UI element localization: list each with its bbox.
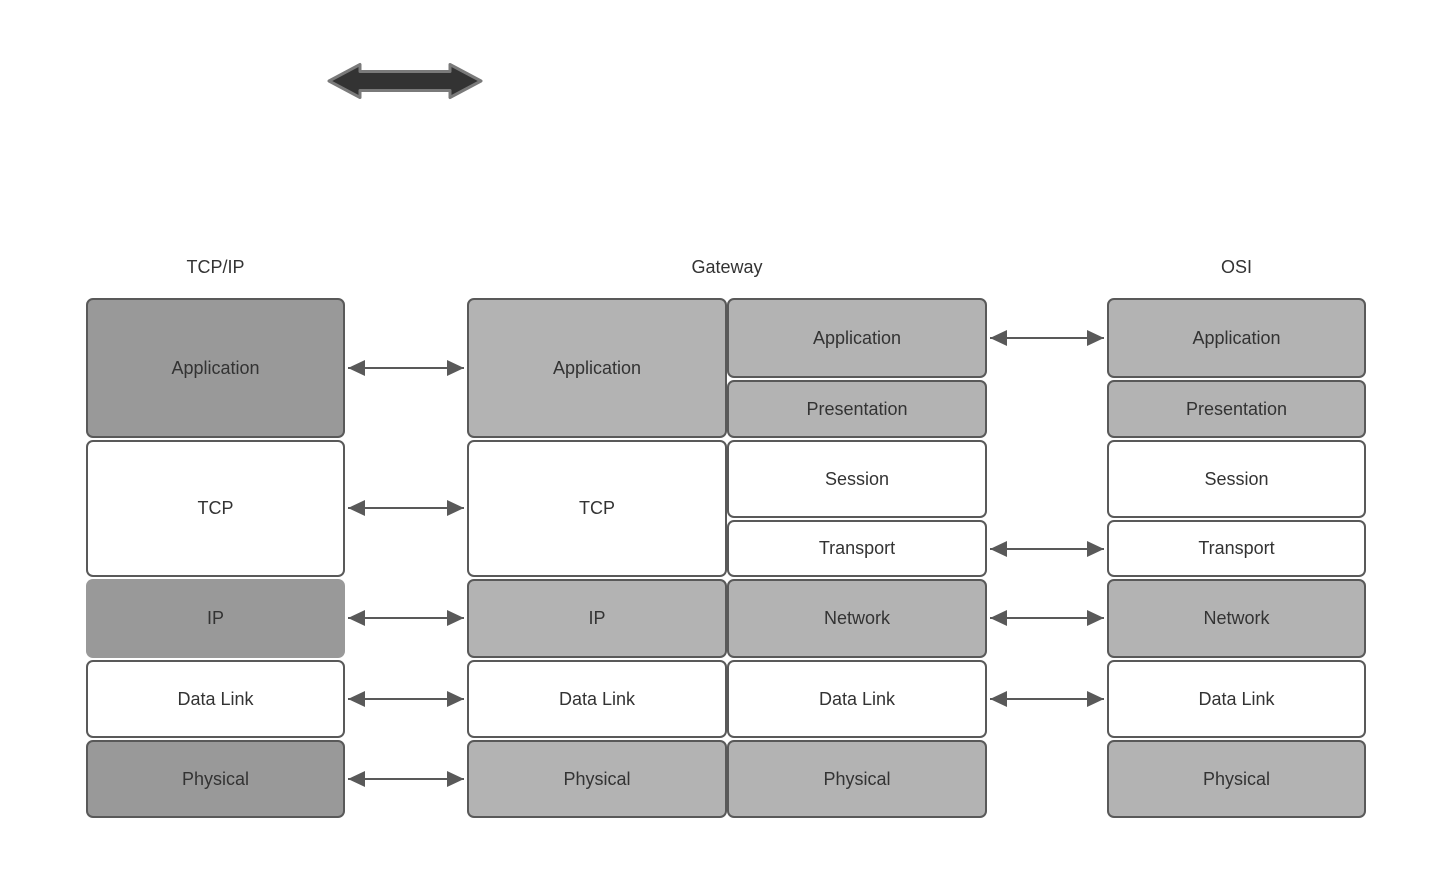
gateway-right-layer-physical: Physical: [727, 740, 987, 818]
column-header-gateway: Gateway: [691, 257, 763, 277]
osi-layer-transport: Transport: [1107, 520, 1366, 577]
tcpip-layer-application: Application: [86, 298, 345, 438]
connector-tcpip-gateway-application-icon: [348, 360, 464, 376]
connector-tcpip-gateway-physical-icon: [348, 771, 464, 787]
gateway-right-layer-presentation: Presentation: [727, 380, 987, 438]
tcpip-layer-physical: Physical: [86, 740, 345, 818]
double-headed-arrow-icon: [327, 63, 483, 99]
osi-layer-session: Session: [1107, 440, 1366, 518]
connector-tcpip-gateway-ip-icon: [348, 610, 464, 626]
tcpip-layer-ip: IP: [86, 579, 345, 658]
osi-layer-data-link: Data Link: [1107, 660, 1366, 738]
column-header-osi: OSI: [1220, 257, 1252, 277]
gateway-left-layer-application: Application: [467, 298, 727, 438]
osi-layer-presentation: Presentation: [1107, 380, 1366, 438]
tcpip-layer-tcp: TCP: [86, 440, 345, 577]
connector-gateway-osi-network-icon: [990, 610, 1104, 626]
tcpip-layer-data-link: Data Link: [86, 660, 345, 738]
connector-gateway-osi-transport-icon: [990, 541, 1104, 557]
gateway-right-layer-network: Network: [727, 579, 987, 658]
gateway-right-layer-transport: Transport: [727, 520, 987, 577]
connector-tcpip-gateway-data-link-icon: [348, 691, 464, 707]
gateway-left-layer-data-link: Data Link: [467, 660, 727, 738]
osi-layer-physical: Physical: [1107, 740, 1366, 818]
column-header-tcpip: TCP/IP: [186, 257, 245, 277]
gateway-right-layer-application: Application: [727, 298, 987, 378]
gateway-left-layer-tcp: TCP: [467, 440, 727, 577]
gateway-right-layer-data-link: Data Link: [727, 660, 987, 738]
gateway-left-layer-ip: IP: [467, 579, 727, 658]
connector-tcpip-gateway-tcp-icon: [348, 500, 464, 516]
osi-layer-network: Network: [1107, 579, 1366, 658]
connector-gateway-osi-data-link-icon: [990, 691, 1104, 707]
gateway-right-layer-session: Session: [727, 440, 987, 518]
osi-layer-application: Application: [1107, 298, 1366, 378]
connector-gateway-osi-application-icon: [990, 330, 1104, 346]
gateway-left-layer-physical: Physical: [467, 740, 727, 818]
